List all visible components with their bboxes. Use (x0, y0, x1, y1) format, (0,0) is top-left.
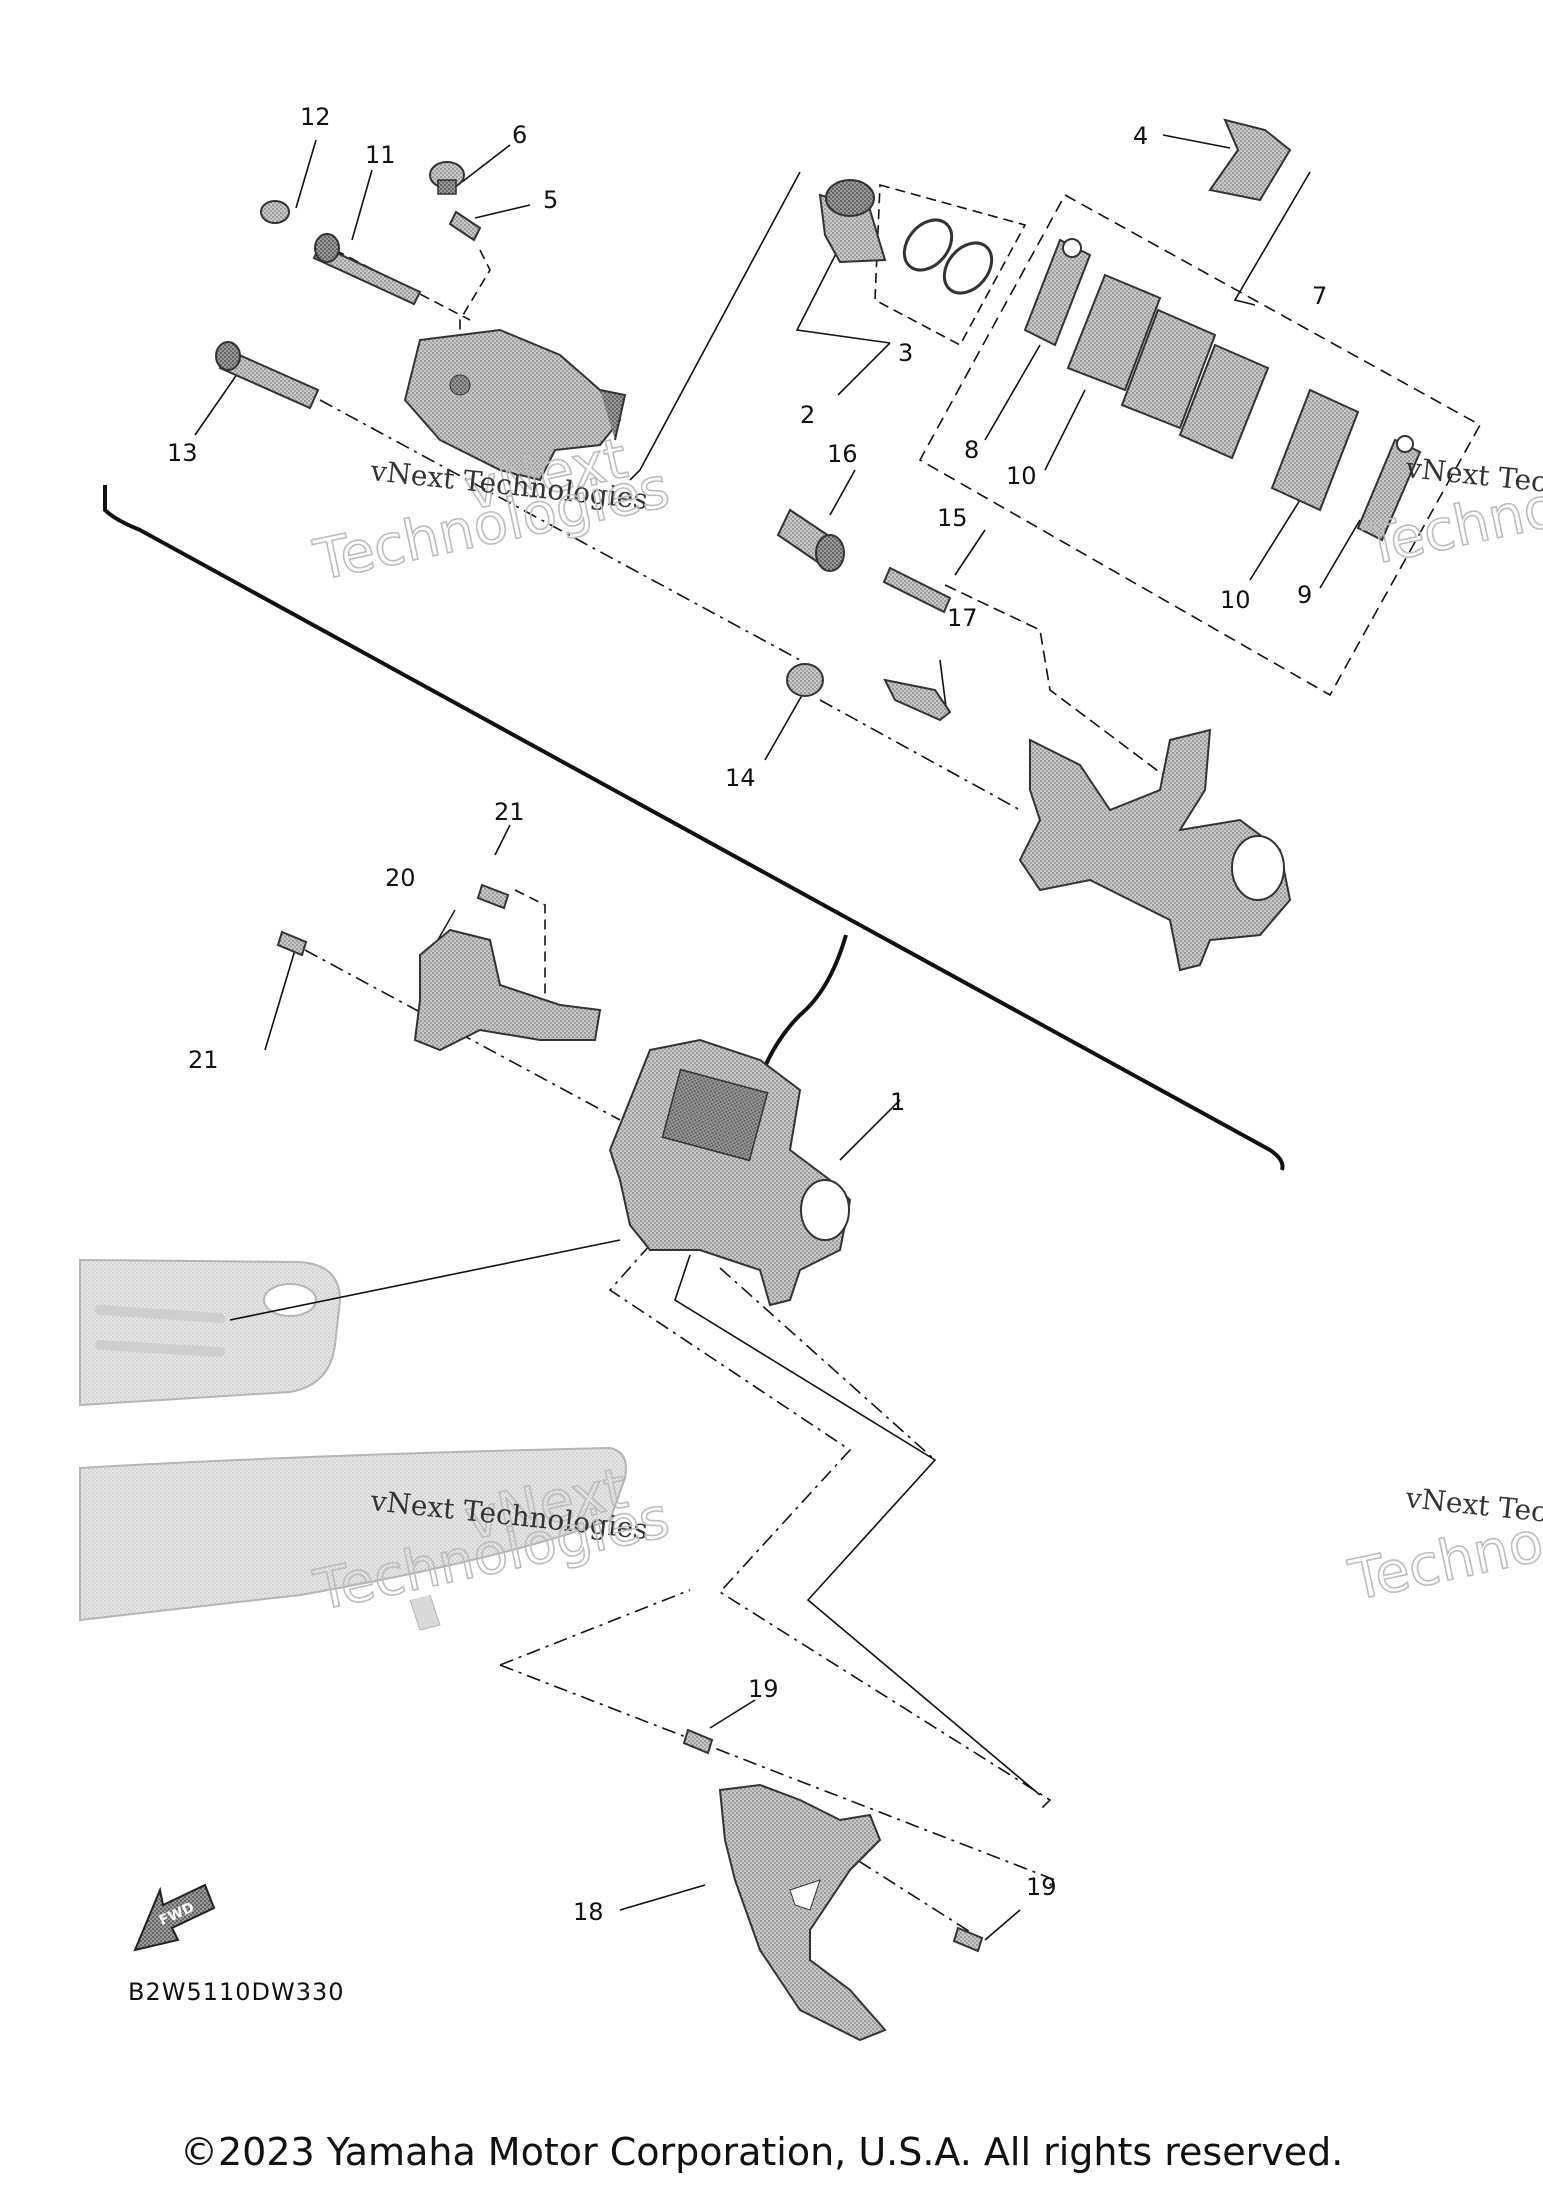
callout-6: 6 (512, 121, 527, 149)
callout-2: 2 (800, 401, 815, 429)
part-11-bolt (312, 233, 422, 306)
svg-text:Techno: Techno (1343, 1510, 1543, 1614)
callout-7: 7 (1312, 282, 1327, 310)
part-1-caliper-assembly (608, 1038, 852, 1307)
callout-13: 13 (167, 439, 198, 467)
leader-lines (194, 134, 1482, 1941)
part-5-bleed-screw (448, 210, 482, 242)
fwd-direction-badge: FWD (133, 1883, 216, 1952)
swingarm-ghost-upper (79, 1258, 342, 1407)
callout-labels: 1 2 3 4 5 6 7 8 9 10 10 11 12 13 14 15 1… (167, 103, 1327, 1926)
caliper-bracket-upper (403, 328, 627, 482)
part-19-bolt-lower (952, 1926, 984, 1953)
callout-14: 14 (725, 764, 756, 792)
part-21-bolt-upper (476, 883, 510, 910)
callout-8: 8 (964, 436, 979, 464)
callout-10a: 10 (1006, 462, 1037, 490)
part-2-piston (818, 179, 887, 264)
callout-1: 1 (890, 1088, 905, 1116)
part-16-sleeve (776, 508, 845, 572)
copyright-notice: ©2023 Yamaha Motor Corporation, U.S.A. A… (180, 2130, 1344, 2174)
part-18-disc-guard (718, 1783, 887, 2042)
part-17-clip (883, 678, 952, 722)
callout-19b: 19 (1026, 1873, 1057, 1901)
callout-11: 11 (365, 141, 396, 169)
watermark-right-lower: vNext Tec Techno (1343, 1481, 1543, 1615)
part-20-bracket (413, 928, 602, 1052)
callout-17: 17 (947, 604, 978, 632)
callout-16: 16 (827, 440, 858, 468)
part-brake-pads (1023, 238, 1422, 542)
callout-18: 18 (573, 1898, 604, 1926)
group-boundary-line (103, 485, 1285, 1171)
part-14-grommet (786, 663, 824, 697)
part-6-bleed-cap (429, 161, 465, 195)
callout-19a: 19 (748, 1675, 779, 1703)
part-12-nut (260, 200, 290, 224)
caliper-bracket-upper-right (1018, 728, 1292, 972)
callout-15: 15 (937, 504, 968, 532)
part-19-bolt-upper (682, 1728, 714, 1755)
callout-21a: 21 (494, 798, 525, 826)
callout-12: 12 (300, 103, 331, 131)
part-3-seals (902, 218, 994, 295)
callout-3: 3 (898, 339, 913, 367)
part-4-clip (1208, 118, 1292, 202)
callout-9: 9 (1297, 581, 1312, 609)
callout-10b: 10 (1220, 586, 1251, 614)
part-15-pin (882, 566, 952, 614)
callout-4: 4 (1133, 122, 1148, 150)
part-13-pin (215, 341, 320, 410)
callout-5: 5 (543, 186, 558, 214)
callout-20: 20 (385, 864, 416, 892)
part-21-bolt-left (276, 930, 308, 957)
swingarm-ghost-lower (79, 1446, 627, 1631)
diagram-code: B2W5110DW330 (128, 1978, 345, 2006)
callout-21b: 21 (188, 1046, 219, 1074)
